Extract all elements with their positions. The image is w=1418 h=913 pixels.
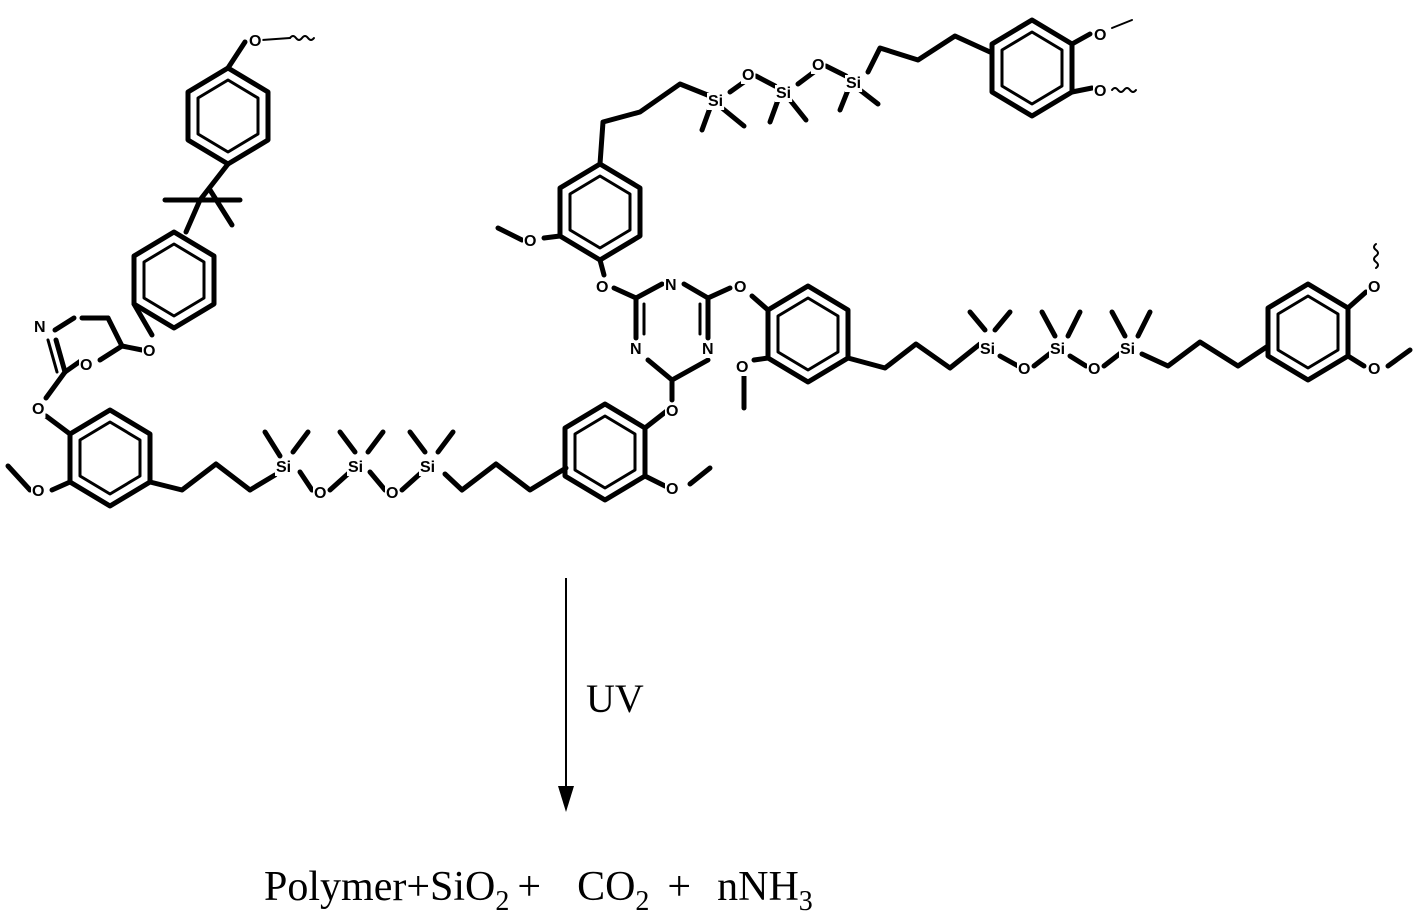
atom-oxygen: O <box>1368 361 1380 378</box>
atom-label-backdrop <box>665 481 680 498</box>
atom-silicon: Si <box>980 341 995 358</box>
center-vanillyl-ring <box>562 401 713 503</box>
atom-oxygen: O <box>1094 83 1106 100</box>
reaction-condition-label: UV <box>586 676 644 721</box>
atom-label-backdrop <box>595 279 610 296</box>
atom-oxygen: O <box>249 33 261 50</box>
atom-oxygen: O <box>734 279 746 296</box>
bottom-siloxane-chain <box>262 429 569 493</box>
product-ammonia: nNH <box>717 864 799 910</box>
atom-label-backdrop <box>1367 279 1382 296</box>
oxazoline-ring <box>43 315 145 401</box>
atom-label-backdrop <box>741 67 756 84</box>
atom-label-backdrop <box>735 359 750 376</box>
atom-oxygen: O <box>314 485 326 502</box>
atom-label-backdrop <box>31 401 46 418</box>
product-ammonia-subscript: 3 <box>799 886 813 913</box>
atom-oxygen: O <box>1368 279 1380 296</box>
product-carbon-dioxide: CO <box>577 864 635 910</box>
atom-label-backdrop <box>629 341 643 358</box>
product-polymer: Polymer <box>264 864 406 910</box>
products-line: Polymer+SiO2+CO2+nNH3 <box>264 864 813 913</box>
atom-label-backdrop <box>1367 361 1382 378</box>
upper-vanillyl-ring <box>495 81 713 278</box>
atom-oxygen: O <box>143 343 155 360</box>
atom-label-backdrop <box>313 485 328 502</box>
atom-label-backdrop <box>385 485 400 502</box>
atom-silicon: Si <box>276 459 291 476</box>
atom-nitrogen: N <box>665 277 677 294</box>
product-carbon-dioxide-subscript: 2 <box>635 886 649 913</box>
product-plus: + <box>667 864 691 910</box>
far-right-vanillyl-ring <box>1265 243 1413 383</box>
atom-label-backdrop <box>142 343 157 360</box>
atom-silicon: Si <box>846 75 861 92</box>
atom-oxygen: O <box>32 483 44 500</box>
atom-label-backdrop <box>733 279 748 296</box>
atom-nitrogen: N <box>34 319 46 336</box>
atom-silicon: Si <box>1050 341 1065 358</box>
atom-oxygen: O <box>1088 361 1100 378</box>
atom-silicon: Si <box>420 459 435 476</box>
atom-silicon: Si <box>348 459 363 476</box>
reaction-products: Polymer+SiO2+CO2+nNH3 <box>264 864 813 913</box>
atom-label-backdrop <box>1119 341 1137 358</box>
product-silica-subscript: 2 <box>495 886 509 913</box>
atom-labels: O O N O O O Si O Si O Si O O N N N O O O… <box>31 27 1382 502</box>
atom-silicon: Si <box>1120 341 1135 358</box>
atom-oxygen: O <box>1094 27 1106 44</box>
atom-label-backdrop <box>707 93 725 110</box>
atom-label-backdrop <box>347 459 365 476</box>
right-vanillyl-ring <box>741 283 983 411</box>
bisphenol-isopropylidene <box>162 161 243 235</box>
atom-label-backdrop <box>664 277 678 294</box>
bisphenol-upper-ring <box>185 35 315 167</box>
atom-oxygen: O <box>742 67 754 84</box>
atom-oxygen: O <box>812 57 824 74</box>
atom-silicon: Si <box>708 93 723 110</box>
reaction-arrow <box>558 578 574 812</box>
product-silica: SiO <box>430 864 495 910</box>
atom-oxygen: O <box>1018 361 1030 378</box>
atom-label-backdrop <box>419 459 437 476</box>
atom-oxygen: O <box>386 485 398 502</box>
polymer-network-structure <box>5 17 1413 509</box>
atom-label-backdrop <box>1049 341 1067 358</box>
atom-label-backdrop <box>33 319 47 336</box>
product-plus: + <box>517 864 541 910</box>
arrow-head-icon <box>558 786 574 812</box>
atom-oxygen: O <box>666 403 678 420</box>
atom-oxygen: O <box>736 359 748 376</box>
top-right-vanillyl-ring <box>989 17 1137 119</box>
atom-label-backdrop <box>979 341 997 358</box>
atom-label-backdrop <box>1087 361 1102 378</box>
atom-label-backdrop <box>31 483 46 500</box>
atom-nitrogen: N <box>630 341 642 358</box>
atom-oxygen: O <box>32 401 44 418</box>
atom-label-backdrop <box>1017 361 1032 378</box>
atom-label-backdrop <box>775 85 793 102</box>
atom-label-backdrop <box>665 403 680 420</box>
atom-label-backdrop <box>1093 83 1108 100</box>
atom-label-backdrop <box>79 357 94 374</box>
atom-label-backdrop <box>701 341 715 358</box>
bisphenol-lower-ring <box>131 229 217 338</box>
atom-oxygen: O <box>524 233 536 250</box>
atom-label-backdrop <box>248 33 263 50</box>
atom-silicon: Si <box>776 85 791 102</box>
atom-oxygen: O <box>80 357 92 374</box>
atom-oxygen: O <box>596 279 608 296</box>
left-vanillyl-ring <box>5 407 278 509</box>
atom-label-backdrop <box>845 75 863 92</box>
atom-label-backdrop <box>811 57 826 74</box>
top-siloxane-chain <box>699 33 993 133</box>
atom-label-backdrop <box>523 233 538 250</box>
atom-label-backdrop <box>1093 27 1108 44</box>
atom-label-backdrop <box>275 459 293 476</box>
atom-nitrogen: N <box>702 341 714 358</box>
triazine-ring <box>611 281 733 403</box>
product-plus: + <box>406 864 430 910</box>
atom-oxygen: O <box>666 481 678 498</box>
